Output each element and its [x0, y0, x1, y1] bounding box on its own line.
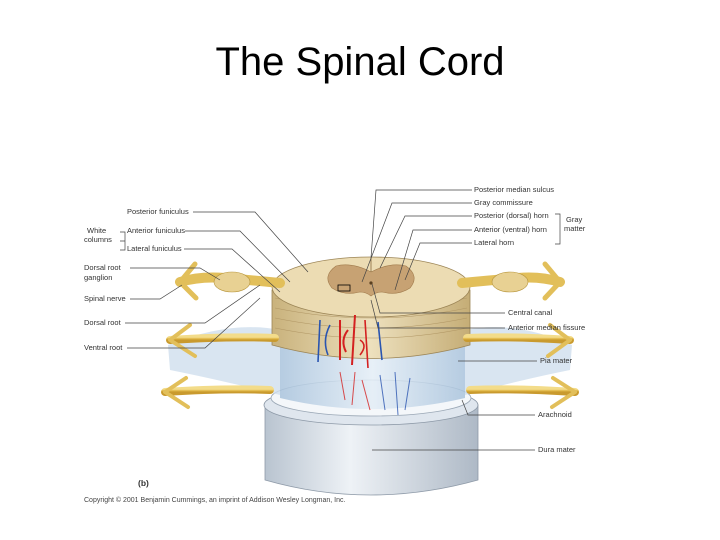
figure-letter: (b) — [138, 478, 149, 488]
spinal-cord-body — [271, 256, 471, 359]
label-gray-matter-2: matter — [564, 224, 586, 233]
label-anterior-funiculus: Anterior funiculus — [127, 226, 185, 235]
label-ventral-root: Ventral root — [84, 343, 123, 352]
label-dorsal-root-ganglion-2: ganglion — [84, 273, 112, 282]
label-dura-mater: Dura mater — [538, 445, 576, 454]
label-spinal-nerve: Spinal nerve — [84, 294, 126, 303]
label-lateral-horn: Lateral horn — [474, 238, 514, 247]
label-gray-matter-1: Gray — [566, 215, 583, 224]
label-white-columns-2: columns — [84, 235, 112, 244]
label-anterior-median-fissure: Anterior median fissure — [508, 323, 585, 332]
label-gray-commissure: Gray commissure — [474, 198, 533, 207]
slide-title: The Spinal Cord — [215, 40, 505, 84]
leader-lines-right — [361, 189, 561, 451]
label-dorsal-root: Dorsal root — [84, 318, 122, 327]
label-posterior-median-sulcus: Posterior median sulcus — [474, 185, 554, 194]
label-posterior-funiculus: Posterior funiculus — [127, 207, 189, 216]
label-central-canal: Central canal — [508, 308, 553, 317]
copyright-text: Copyright © 2001 Benjamin Cummings, an i… — [84, 496, 345, 504]
label-white-columns-1: White — [87, 226, 106, 235]
label-pia-mater: Pia mater — [540, 356, 573, 365]
label-arachnoid: Arachnoid — [538, 410, 572, 419]
label-anterior-horn: Anterior (ventral) horn — [474, 225, 547, 234]
label-lateral-funiculus: Lateral funiculus — [127, 244, 182, 253]
label-dorsal-root-ganglion-1: Dorsal root — [84, 263, 122, 272]
leader-lines-left — [120, 211, 309, 349]
label-posterior-horn: Posterior (dorsal) horn — [474, 211, 549, 220]
nerve-roots — [161, 261, 579, 409]
